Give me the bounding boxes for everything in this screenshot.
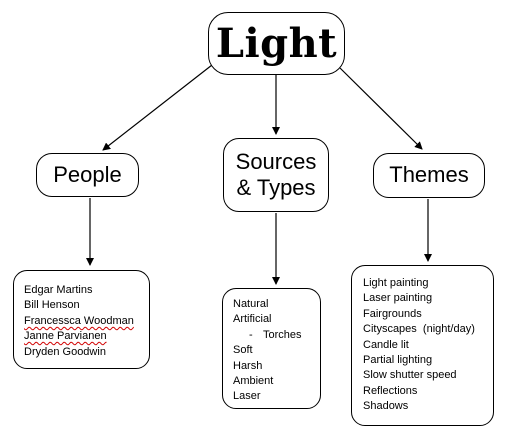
sources-label-line1: Sources xyxy=(235,148,317,174)
dash-marker: - xyxy=(249,328,253,341)
list-item: Light painting xyxy=(363,277,429,289)
sub-item-label: Torches xyxy=(263,328,302,341)
list-item: Harsh xyxy=(233,359,263,372)
list-item: Reflections xyxy=(363,384,418,397)
list-sub-item: -Torches xyxy=(233,328,302,343)
list-item: Candle lit xyxy=(363,338,409,351)
themes-node: Themes xyxy=(373,153,485,198)
sources-label-line2: & Types xyxy=(236,175,316,200)
list-item: Artificial xyxy=(233,313,272,326)
list-item: Shadows xyxy=(363,400,409,413)
people-node: People xyxy=(36,153,139,197)
list-item: Edgar Martins xyxy=(24,284,93,296)
list-item: Fairgrounds xyxy=(363,307,422,320)
list-item: Ambient xyxy=(233,375,274,388)
sources-list-box: Natural Artificial -Torches Soft Harsh A… xyxy=(222,288,321,409)
list-item: Laser painting xyxy=(363,292,433,305)
title-node: Light xyxy=(208,12,345,75)
people-label: People xyxy=(53,161,122,187)
list-item: Cityscapes (night/day) xyxy=(363,323,475,336)
list-item: Soft xyxy=(233,344,253,357)
list-item: Dryden Goodwin xyxy=(24,345,106,358)
list-item: Laser xyxy=(233,390,261,403)
list-item: Natural xyxy=(233,298,269,310)
people-list-box: Edgar Martins Bill Henson Francessca Woo… xyxy=(13,270,150,369)
list-item: Slow shutter speed xyxy=(363,369,457,382)
arrow-title-to-themes xyxy=(339,67,423,150)
list-item: Janne Parvianen xyxy=(24,330,107,343)
sources-node: Sources & Types xyxy=(223,138,329,212)
themes-list-box: Light painting Laser painting Fairground… xyxy=(351,265,494,426)
list-item: Partial lighting xyxy=(363,354,433,367)
themes-label: Themes xyxy=(389,162,469,188)
list-item: Bill Henson xyxy=(24,299,80,312)
title-text: Light xyxy=(215,20,338,67)
arrow-title-to-people xyxy=(102,64,213,151)
list-item: Francessca Woodman xyxy=(24,314,134,327)
